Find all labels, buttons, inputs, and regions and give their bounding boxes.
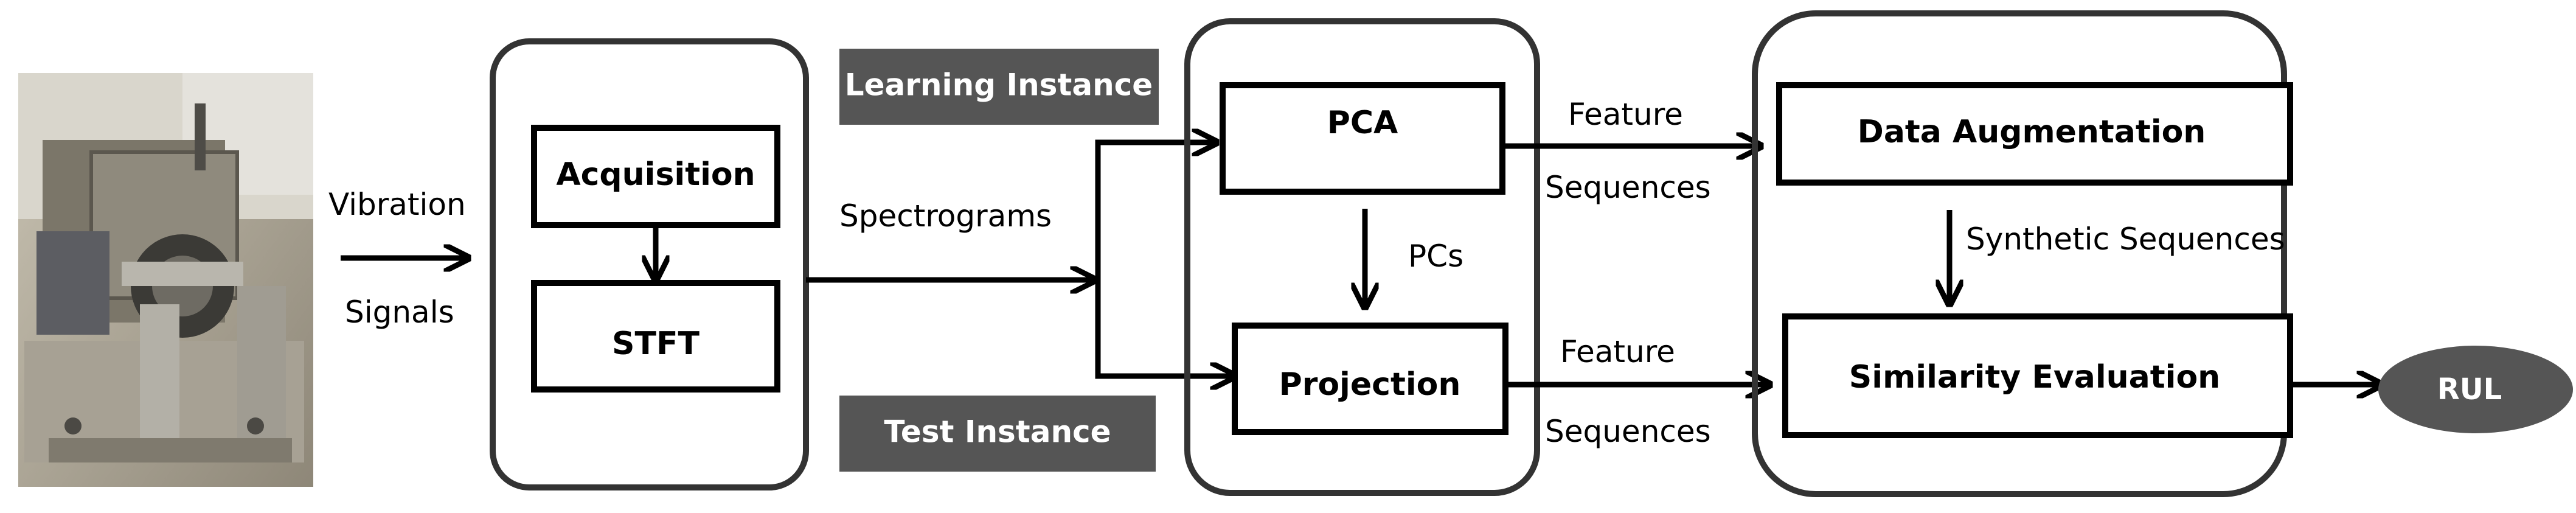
signals-label: Signals — [345, 295, 454, 330]
pcs-label: PCs — [1408, 239, 1463, 274]
feature-extraction-stage-frame — [1184, 18, 1540, 496]
pca-label: PCA — [1327, 105, 1398, 141]
stft-label: STFT — [612, 326, 700, 362]
rul-output — [2378, 346, 2573, 433]
stft-box — [531, 280, 780, 393]
split-to-projection-arrow — [1095, 280, 1235, 376]
feature-bottom-label: Feature — [1560, 334, 1675, 369]
synthetic-sequences-label: Synthetic Sequences — [1966, 222, 2285, 257]
learning-instance-label: Learning Instance — [845, 68, 1153, 103]
vibration-label: Vibration — [328, 187, 466, 222]
feature-top-label: Feature — [1568, 97, 1683, 132]
rul-label: RUL — [2437, 372, 2502, 407]
sequences-bottom-label: Sequences — [1545, 414, 1711, 449]
split-to-pca-arrow — [1095, 142, 1217, 280]
pca-box — [1220, 82, 1505, 195]
test-instance-label: Test Instance — [884, 414, 1111, 450]
projection-box — [1232, 323, 1508, 435]
acquisition-label: Acquisition — [556, 156, 755, 193]
learning-instance-banner — [839, 49, 1159, 125]
sequences-top-label: Sequences — [1545, 170, 1711, 205]
test-instance-banner — [839, 396, 1156, 472]
similarity-evaluation-label: Similarity Evaluation — [1849, 359, 2220, 396]
spectrograms-label: Spectrograms — [839, 198, 1052, 234]
data-augmentation-label: Data Augmentation — [1858, 114, 2206, 150]
similarity-evaluation-box — [1782, 313, 2293, 438]
data-augmentation-box — [1776, 82, 2293, 186]
projection-label: Projection — [1279, 366, 1461, 403]
prognosis-stage-frame — [1752, 10, 2287, 497]
acquisition-box — [531, 125, 780, 228]
preprocessing-stage-frame — [490, 38, 809, 490]
test-bench-photo — [18, 73, 313, 487]
